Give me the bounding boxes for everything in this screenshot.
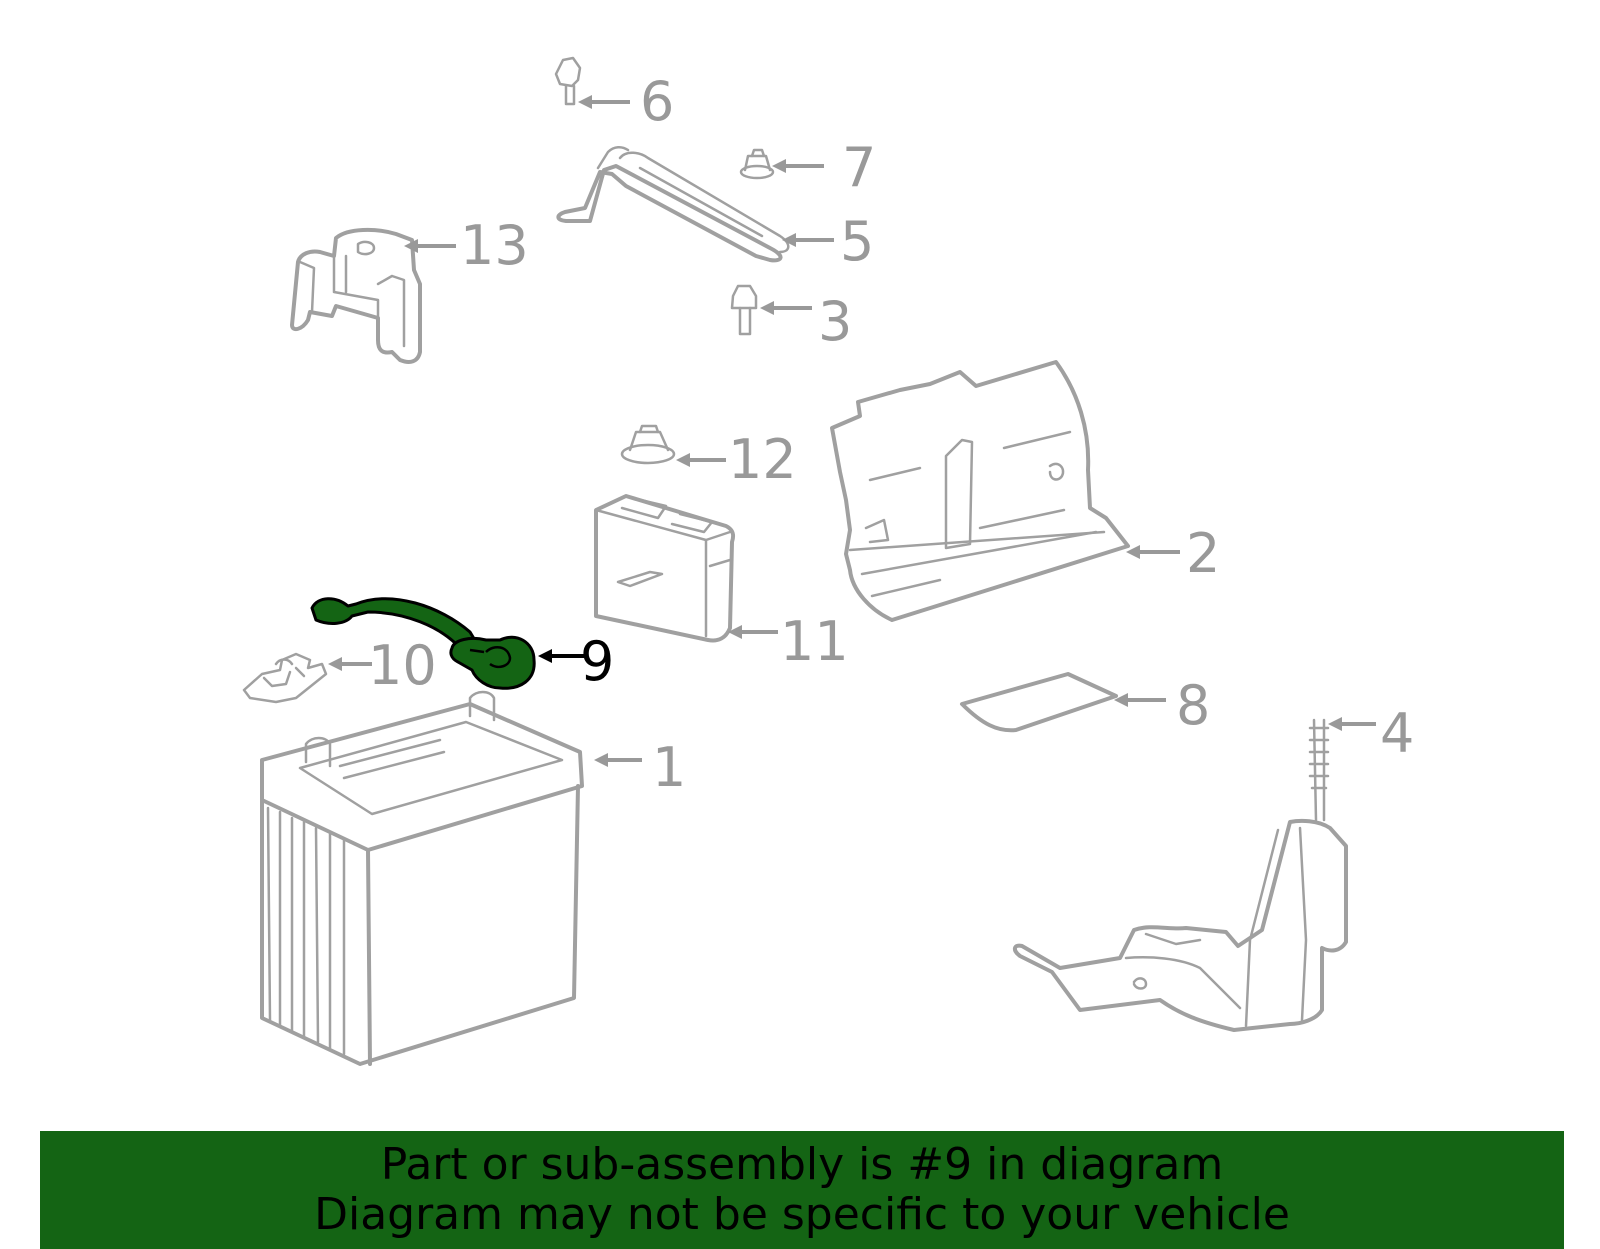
svg-text:13: 13 <box>460 214 529 277</box>
callout-8: 8 <box>1114 674 1210 737</box>
callout-12: 12 <box>676 428 797 491</box>
callout-2: 2 <box>1126 522 1220 585</box>
banner-line-part: Part or sub-assembly is #9 in diagram <box>380 1139 1224 1190</box>
svg-text:1: 1 <box>652 736 686 799</box>
part-3-bolt[interactable] <box>730 284 758 336</box>
callout-10: 10 <box>328 634 437 697</box>
svg-text:6: 6 <box>640 70 674 133</box>
part-12-nut[interactable] <box>620 424 676 465</box>
info-banner: Part or sub-assembly is #9 in diagram Di… <box>40 1131 1564 1249</box>
part-7-nut[interactable] <box>739 148 775 180</box>
part-4-battery-tray[interactable] <box>1013 718 1348 1032</box>
callout-6: 6 <box>578 70 674 133</box>
callout-9: 9 <box>538 630 614 693</box>
svg-text:4: 4 <box>1380 702 1414 765</box>
callout-7: 7 <box>772 136 876 199</box>
part-13-bracket[interactable] <box>290 227 422 364</box>
callout-5: 5 <box>782 210 874 273</box>
svg-text:8: 8 <box>1176 674 1210 737</box>
part-2-battery-cover[interactable] <box>830 360 1130 622</box>
part-10-terminal-clamp[interactable] <box>242 652 328 704</box>
svg-text:9: 9 <box>580 630 614 693</box>
svg-text:3: 3 <box>818 290 852 353</box>
part-1-battery[interactable] <box>260 690 584 1066</box>
callout-13: 13 <box>404 214 529 277</box>
svg-text:5: 5 <box>840 210 874 273</box>
svg-text:10: 10 <box>368 634 437 697</box>
part-11-relay-box[interactable] <box>594 494 736 643</box>
callout-4: 4 <box>1328 702 1414 765</box>
callout-3: 3 <box>760 290 852 353</box>
svg-text:12: 12 <box>728 428 797 491</box>
part-6-bolt[interactable] <box>554 56 582 106</box>
part-5-hold-down-clamp[interactable] <box>556 146 790 263</box>
banner-line-disclaimer: Diagram may not be specific to your vehi… <box>314 1189 1290 1240</box>
callout-1: 1 <box>594 736 686 799</box>
svg-text:2: 2 <box>1186 522 1220 585</box>
svg-text:7: 7 <box>842 136 876 199</box>
callout-11: 11 <box>728 610 849 673</box>
svg-text:11: 11 <box>780 610 849 673</box>
part-9-terminal-cable[interactable] <box>310 597 536 690</box>
part-8-battery-pad[interactable] <box>960 672 1118 733</box>
